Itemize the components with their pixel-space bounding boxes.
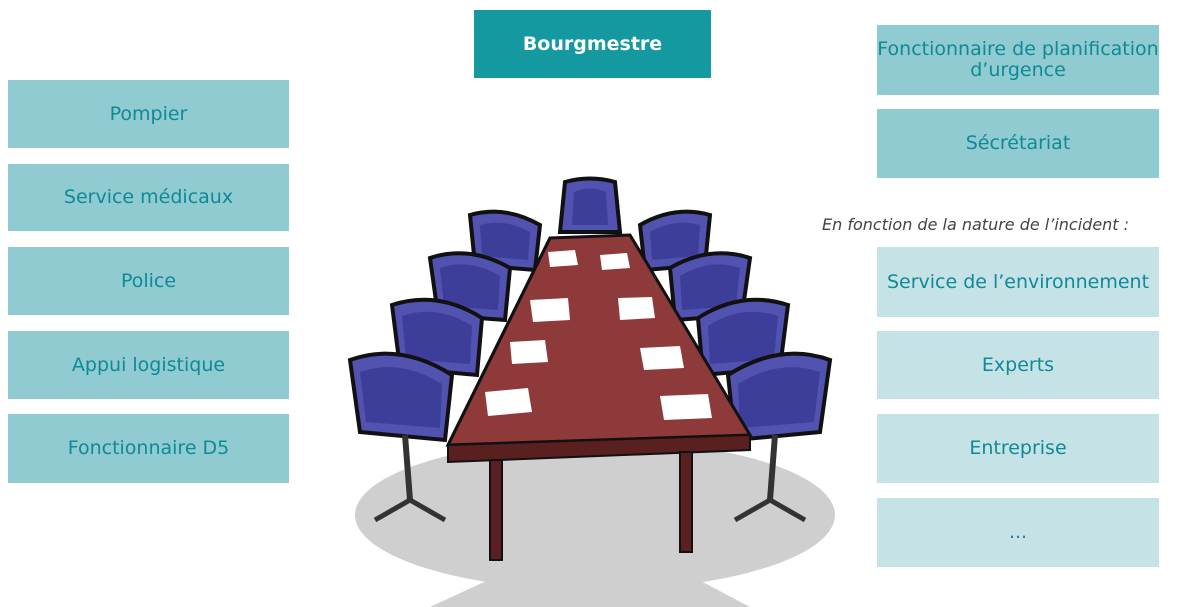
ellipsis-box: ... [877,498,1159,567]
ellipsis-label: ... [1008,521,1028,544]
fonctionnaire-d5-label: Fonctionnaire D5 [67,437,230,460]
right-chairs [637,209,833,523]
experts-label: Experts [981,353,1055,376]
service-medicaux-box: Service médicaux [8,164,289,231]
back-chair [557,176,623,234]
secretariat-label: Sécrétariat [965,132,1071,155]
service-environnement-box: Service de l’environnement [877,247,1159,317]
right-chair-1 [637,209,713,273]
left-chairs [347,209,543,523]
appui-logistique-box: Appui logistique [8,331,289,399]
police-box: Police [8,247,289,315]
fonctionnaire-d5-box: Fonctionnaire D5 [8,414,289,483]
left-chair-1 [467,209,543,273]
incident-note: En fonction de la nature de l’incident : [822,215,1130,234]
entreprise-label: Entreprise [969,437,1067,460]
service-medicaux-label: Service médicaux [63,186,234,209]
pompier-label: Pompier [109,102,188,125]
service-environnement-label: Service de l’environnement [886,270,1150,293]
bourgmestre-label: Bourgmestre [522,32,663,55]
appui-logistique-label: Appui logistique [71,353,226,376]
floor-shadow [355,440,835,607]
fonctionnaire-planification-box: Fonctionnaire de planification d’urgence [877,25,1159,95]
fonctionnaire-planification-label: Fonctionnaire de planification d’urgence [877,38,1159,81]
bourgmestre-box: Bourgmestre [474,10,711,78]
experts-box: Experts [877,331,1159,399]
papers [485,250,712,420]
conference-table-illustration [347,176,835,607]
left-chair-4 [347,351,455,523]
right-chair-4 [725,351,833,523]
secretariat-box: Sécrétariat [877,109,1159,178]
pompier-box: Pompier [8,80,289,148]
police-label: Police [120,269,177,292]
entreprise-box: Entreprise [877,414,1159,483]
